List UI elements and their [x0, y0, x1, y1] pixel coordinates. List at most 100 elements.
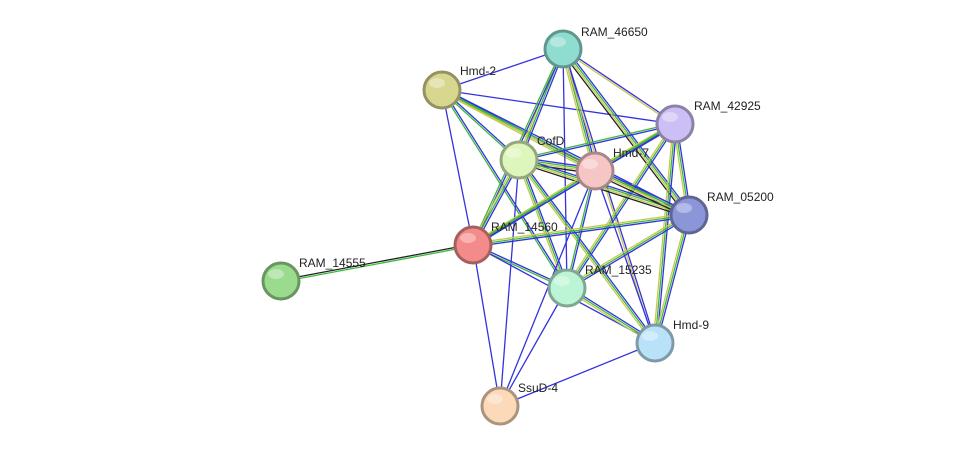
edge-evidence-line: [561, 49, 655, 344]
node-RAM_14555[interactable]: [261, 261, 301, 301]
edge-evidence-line: [562, 49, 675, 126]
edge-evidence-line: [518, 122, 675, 160]
node-SsuD-4[interactable]: [480, 386, 520, 426]
edge-evidence-line: [566, 214, 690, 289]
node-highlight: [676, 203, 692, 213]
node-highlight: [429, 78, 445, 88]
edge-evidence-line: [499, 287, 568, 407]
node-highlight: [582, 159, 598, 169]
node-RAM_46650[interactable]: [543, 29, 583, 69]
edge-evidence-line: [560, 50, 688, 218]
edge-evidence-line: [517, 160, 655, 345]
node-label-RAM_15235: RAM_15235: [585, 263, 652, 277]
edge-RAM_42925-CofD: [518, 122, 676, 162]
edge-RAM_46650-RAM_42925: [562, 47, 676, 126]
edge-evidence-line: [472, 212, 689, 244]
edge-evidence-line: [564, 122, 675, 288]
edge-evidence-line: [564, 46, 692, 214]
edge-RAM_46650-RAM_15235: [562, 48, 568, 289]
node-highlight: [550, 37, 566, 47]
edge-Hmd-2-RAM_42925: [441, 89, 676, 125]
edge-RAM_46650-Hmd-9: [561, 48, 657, 344]
edge-evidence-line: [565, 170, 595, 288]
edge-evidence-line: [567, 124, 678, 290]
edge-evidence-line: [473, 171, 597, 248]
edge-evidence-line: [560, 49, 594, 172]
edge-evidence-line: [472, 170, 596, 246]
edge-evidence-line: [280, 243, 473, 281]
node-label-SsuD-4: SsuD-4: [518, 381, 558, 395]
edge-Hmd-7-SsuD-4: [499, 170, 596, 407]
node-Hmd-2[interactable]: [422, 70, 462, 110]
edge-RAM_05200-RAM_14560: [472, 212, 690, 248]
edge-evidence-line: [519, 158, 657, 343]
edge-evidence-line: [520, 49, 566, 161]
node-circle[interactable]: [635, 323, 675, 363]
edge-evidence-line: [567, 215, 691, 291]
node-highlight: [506, 148, 522, 158]
node-Hmd-9[interactable]: [635, 323, 675, 363]
node-label-RAM_05200: RAM_05200: [707, 190, 774, 204]
node-circle[interactable]: [422, 70, 462, 110]
node-highlight: [662, 112, 678, 122]
node-RAM_05200[interactable]: [669, 195, 709, 235]
edge-Hmd-2-RAM_46650: [441, 48, 564, 91]
edge-evidence-line: [441, 89, 676, 125]
node-RAM_15235[interactable]: [547, 268, 587, 308]
edge-evidence-line: [565, 212, 689, 288]
node-label-RAM_14555: RAM_14555: [299, 256, 366, 270]
edge-evidence-line: [520, 159, 570, 288]
node-circle[interactable]: [655, 104, 695, 144]
edge-evidence-line: [499, 159, 520, 407]
node-circle[interactable]: [261, 261, 301, 301]
node-label-RAM_46650: RAM_46650: [581, 25, 648, 39]
edge-Hmd-2-RAM_14560: [441, 89, 474, 246]
edge-evidence-line: [563, 48, 657, 343]
edge-CofD-Hmd-9: [517, 158, 657, 345]
edge-evidence-line: [499, 342, 656, 407]
edge-evidence-line: [594, 170, 656, 344]
edge-Hmd-7-RAM_14560: [471, 168, 597, 248]
label-layer: RAM_46650Hmd-2RAM_42925CofDHmd-7RAM_0520…: [299, 25, 774, 395]
edge-RAM_42925-Hmd-9: [652, 123, 678, 344]
node-highlight: [554, 276, 570, 286]
edge-evidence-line: [473, 216, 690, 248]
node-circle[interactable]: [543, 29, 583, 69]
edge-evidence-line: [519, 124, 676, 162]
node-highlight: [460, 233, 476, 243]
node-circle[interactable]: [480, 386, 520, 426]
edge-Hmd-7-Hmd-9: [594, 170, 656, 344]
edge-evidence-line: [281, 245, 474, 283]
edge-evidence-line: [499, 170, 596, 407]
edge-evidence-line: [441, 89, 474, 246]
node-CofD[interactable]: [499, 140, 539, 180]
edge-Hmd-9-SsuD-4: [499, 342, 656, 407]
node-Hmd-7[interactable]: [575, 151, 615, 191]
node-circle[interactable]: [547, 268, 587, 308]
edge-RAM_05200-Hmd-9: [652, 214, 692, 344]
node-label-Hmd-7: Hmd-7: [613, 146, 649, 160]
node-label-Hmd-9: Hmd-9: [673, 318, 709, 332]
edge-evidence-line: [566, 123, 676, 289]
edge-RAM_42925-RAM_15235: [564, 122, 678, 290]
edge-RAM_15235-SsuD-4: [499, 287, 568, 407]
node-label-Hmd-2: Hmd-2: [460, 64, 496, 78]
node-RAM_42925[interactable]: [655, 104, 695, 144]
node-circle[interactable]: [499, 140, 539, 180]
node-circle[interactable]: [669, 195, 709, 235]
edge-CofD-SsuD-4: [499, 159, 520, 407]
edge-RAM_14560-SsuD-4: [472, 244, 501, 407]
node-layer: [261, 29, 709, 426]
edge-evidence-line: [472, 214, 690, 246]
edge-evidence-line: [654, 123, 676, 344]
node-label-RAM_14560: RAM_14560: [491, 220, 558, 234]
edge-RAM_05200-RAM_15235: [565, 212, 691, 291]
node-RAM_14560[interactable]: [453, 225, 493, 265]
edge-evidence-line: [562, 48, 568, 289]
edge-evidence-line: [654, 214, 690, 344]
node-circle[interactable]: [453, 225, 493, 265]
edge-evidence-line: [471, 168, 595, 245]
edge-evidence-line: [656, 215, 692, 344]
node-circle[interactable]: [575, 151, 615, 191]
